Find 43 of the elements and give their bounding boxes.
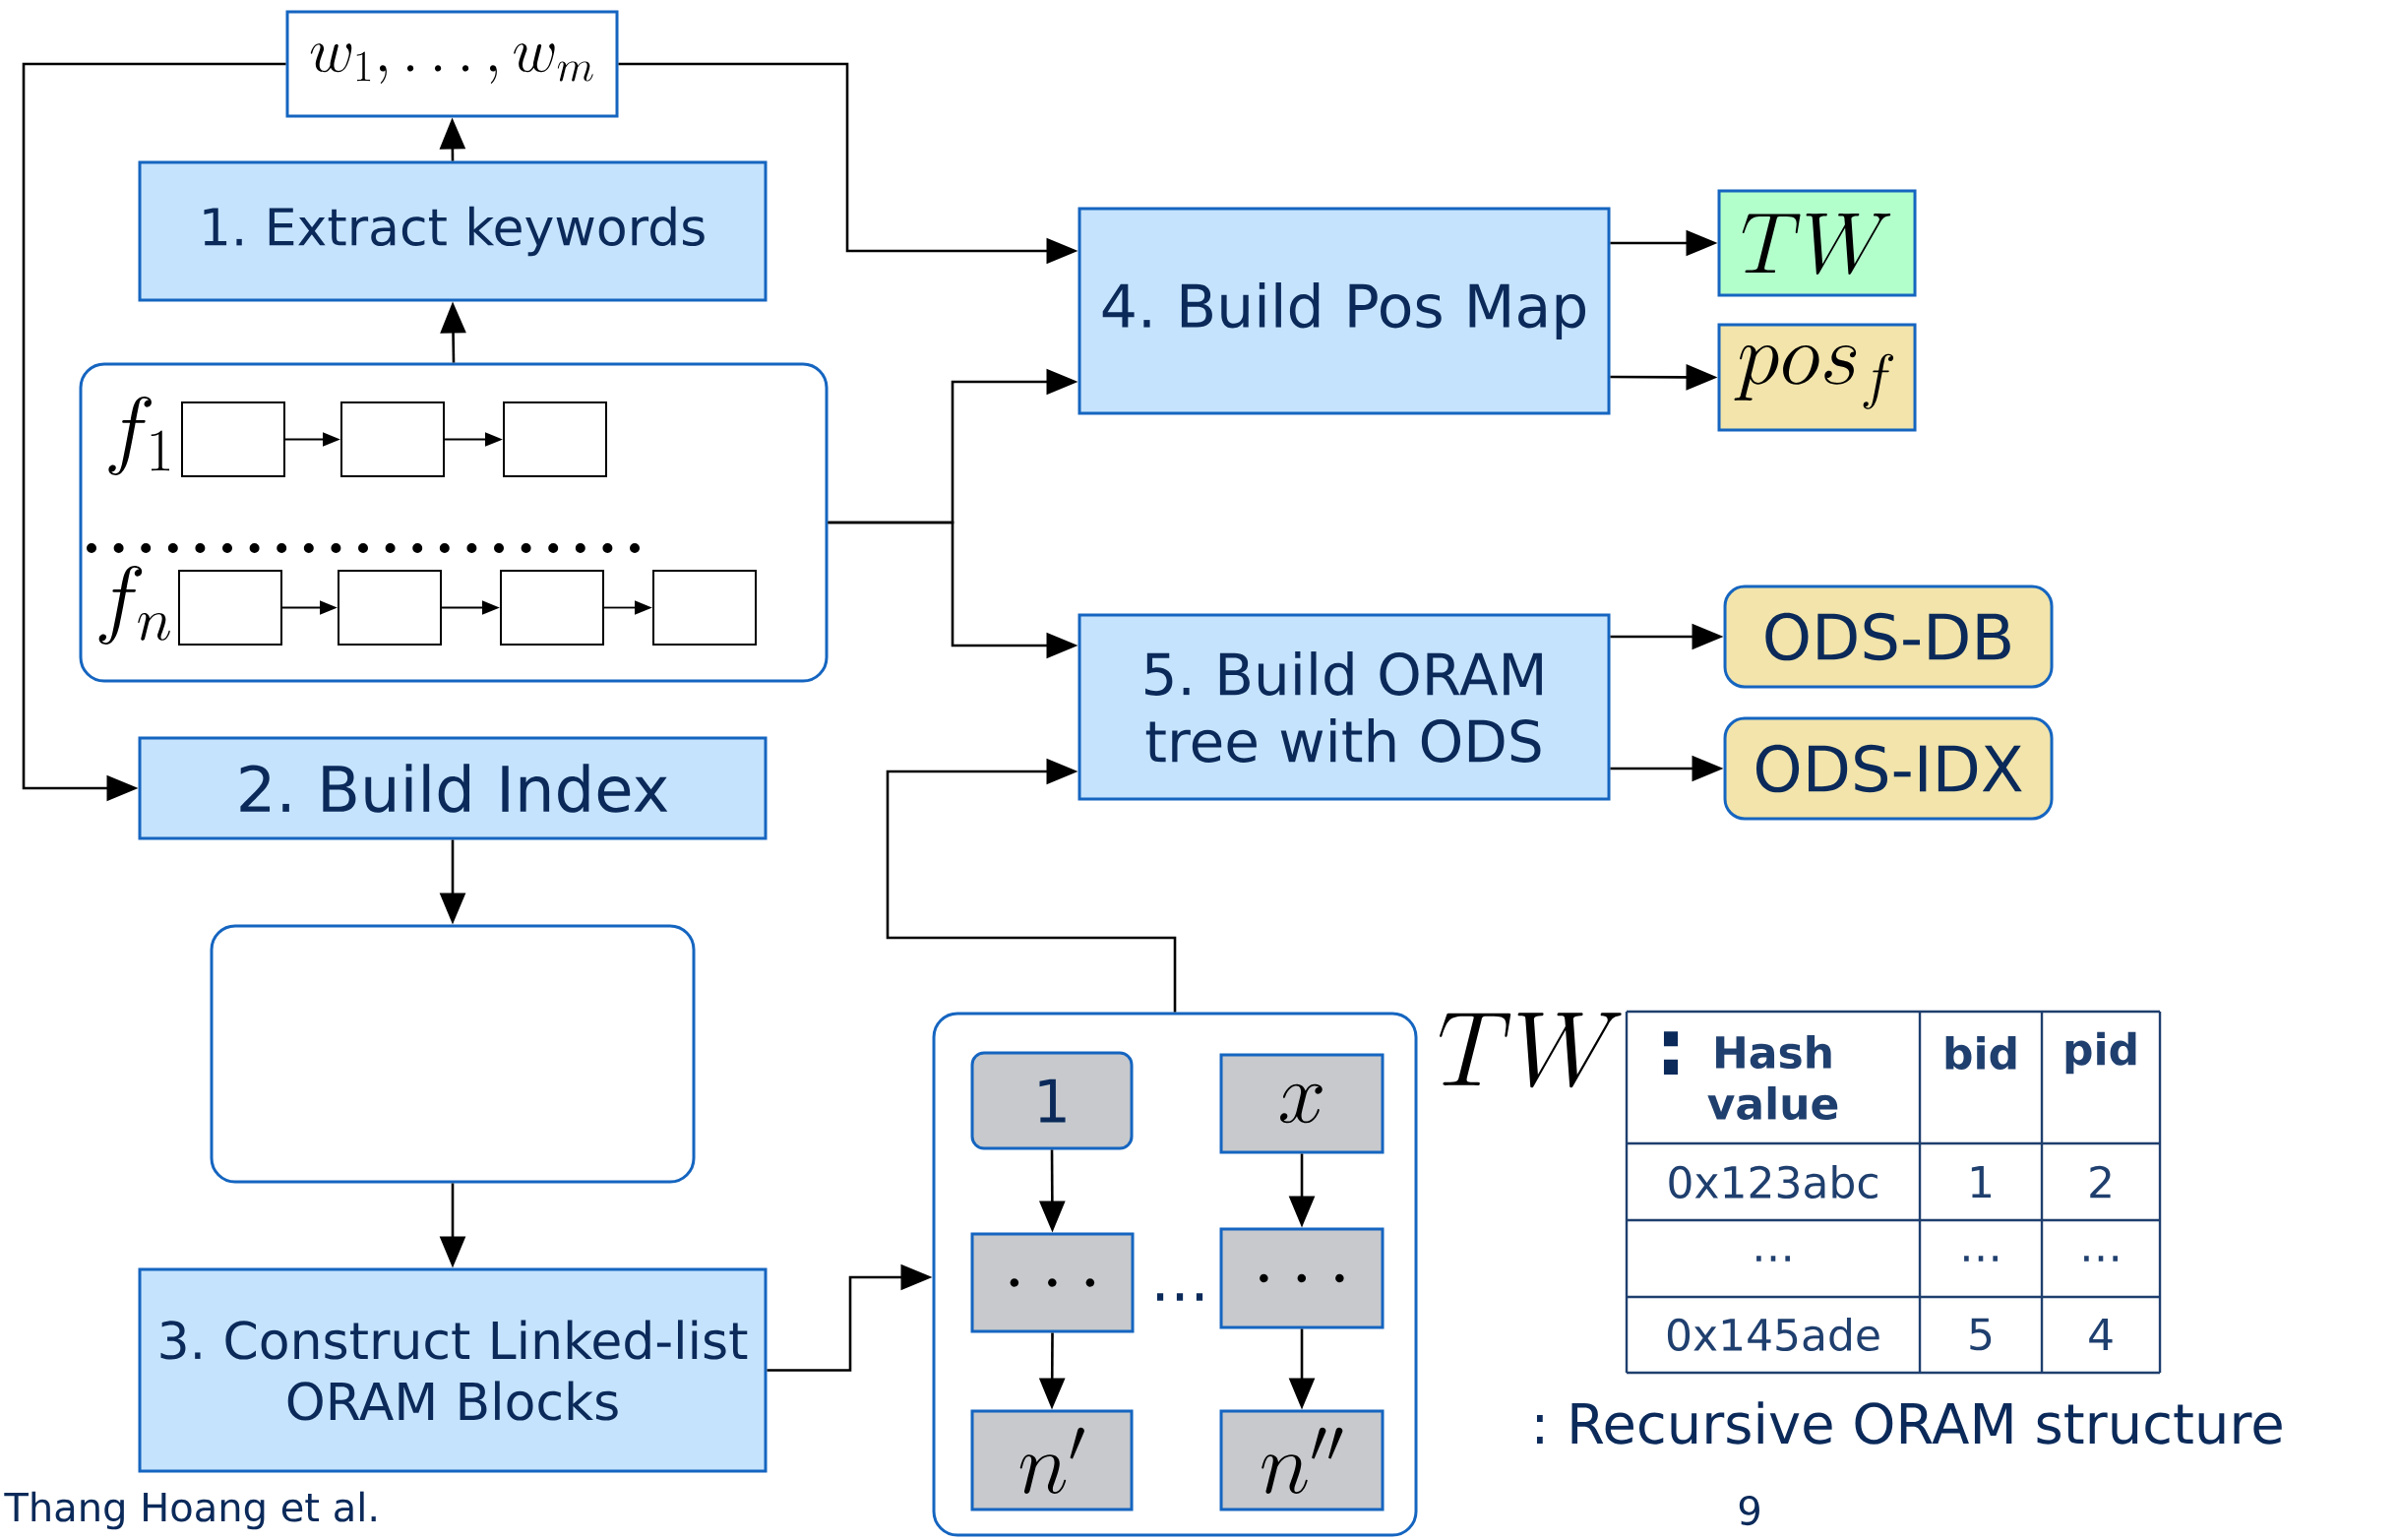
oram-block: $n''$: [1219, 1409, 1385, 1511]
output-box: ODS-DB: [1723, 585, 2054, 689]
block-box: [178, 570, 282, 646]
block-box: [338, 570, 442, 646]
process-box: 1. Extract keywords: [138, 160, 768, 302]
arrow: [886, 758, 1177, 1013]
page-number: 9: [1739, 1495, 1759, 1526]
process-box: 2. Build Index: [138, 736, 768, 840]
block-box: [652, 570, 757, 646]
process-box: 3. Construct Linked-list ORAM Blocks: [138, 1267, 768, 1473]
oram-block: 1: [970, 1051, 1134, 1150]
table-value: 0x123abc: [1669, 1165, 1877, 1200]
caption-text: : Recursive ORAM structure: [1537, 1401, 2282, 1445]
output-box: ODS-IDX: [1723, 716, 2054, 821]
column-header: bid: [1945, 1036, 2016, 1071]
table-value: …: [1964, 1256, 1998, 1262]
process-box: 5. Build ORAM tree with ODS: [1077, 613, 1611, 801]
oram-block: $x$: [1219, 1053, 1385, 1154]
oram-block: $n'$: [970, 1409, 1134, 1511]
table-value: 5: [1970, 1318, 1992, 1351]
block-box: [500, 570, 604, 646]
column-header: pid: [2065, 1031, 2136, 1075]
column-header: Hash value: [1707, 1035, 1838, 1121]
block-box: [181, 401, 285, 477]
table-value: …: [2084, 1256, 2118, 1262]
keyword-box: $w_1,\ldots,w_m$: [285, 10, 619, 118]
footer-text: Thang Hoang et al.: [4, 1491, 376, 1530]
rounded-box: [210, 924, 696, 1184]
oram-block: $\ldots$: [1219, 1227, 1385, 1329]
process-box: 4. Build Pos Map: [1077, 207, 1611, 415]
tw-symbol: $TW$: [1440, 1013, 1622, 1088]
table-value: 1: [1971, 1165, 1991, 1199]
table-value: 2: [2090, 1165, 2111, 1199]
oram-block: $\ldots$: [970, 1232, 1135, 1333]
table-value: …: [1756, 1256, 1790, 1262]
ellipsis-text: …: [1156, 1293, 1203, 1301]
block-box: [340, 401, 445, 477]
output-box: $pos_f$: [1717, 323, 1917, 432]
table-value: 0x145ade: [1667, 1318, 1879, 1352]
table-value: 4: [2089, 1318, 2113, 1351]
block-box: [503, 401, 607, 477]
output-box: $TW$: [1717, 189, 1917, 297]
colon-mark: :: [1663, 1031, 1679, 1075]
